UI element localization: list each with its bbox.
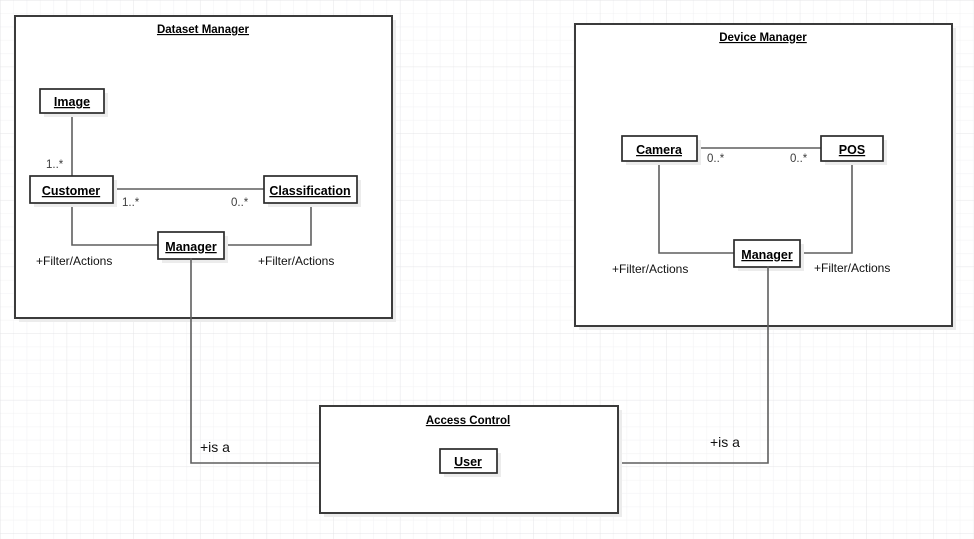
class-box-user-label: User xyxy=(454,455,482,469)
class-box-pos-frame[interactable] xyxy=(820,135,884,162)
connector-classification-to-manager[interactable] xyxy=(223,202,312,246)
package-device-manager-frame[interactable] xyxy=(574,23,953,327)
class-box-image-label: Image xyxy=(54,95,90,109)
package-device-manager[interactable]: Device Manager xyxy=(574,23,956,330)
class-box-user[interactable]: User xyxy=(439,448,501,477)
class-box-classification-frame[interactable] xyxy=(263,175,358,204)
package-device-manager-title: Device Manager xyxy=(719,32,807,44)
class-box-classification-label: Classification xyxy=(269,184,350,198)
edge-label-filter-actions-dataset-right: +Filter/Actions xyxy=(258,254,334,268)
package-dataset-manager-title: Dataset Manager xyxy=(157,24,250,36)
class-box-customer-frame[interactable] xyxy=(29,175,114,204)
class-box-image[interactable]: Image xyxy=(39,88,108,117)
multiplicity-image-customer: 1..* xyxy=(46,159,64,171)
multiplicity-camera-pos: 0..* xyxy=(707,153,725,165)
class-box-manager-dataset-label: Manager xyxy=(165,240,217,254)
class-box-pos-label: POS xyxy=(839,143,865,157)
package-access-control-title: Access Control xyxy=(426,415,510,427)
edge-label-filter-actions-device-left: +Filter/Actions xyxy=(612,262,688,276)
edge-label-is-a-left: +is a xyxy=(200,439,230,455)
class-box-camera-frame[interactable] xyxy=(621,135,698,162)
multiplicity-customer-classification: 1..* xyxy=(122,197,140,209)
class-box-camera-label: Camera xyxy=(636,143,683,157)
connector-pos-to-manager[interactable] xyxy=(799,160,853,254)
class-box-user-frame[interactable] xyxy=(439,448,498,474)
class-box-manager-device-frame[interactable] xyxy=(733,239,801,268)
class-box-pos[interactable]: POS xyxy=(820,135,887,165)
class-box-manager-dataset[interactable]: Manager xyxy=(157,231,228,263)
class-box-manager-device[interactable]: Manager xyxy=(733,239,804,271)
class-box-manager-device-label: Manager xyxy=(741,248,793,262)
class-box-classification[interactable]: Classification xyxy=(263,175,361,207)
multiplicity-classification-customer: 0..* xyxy=(231,197,249,209)
class-box-image-frame[interactable] xyxy=(39,88,105,114)
class-box-customer[interactable]: Customer xyxy=(29,175,117,207)
class-box-camera[interactable]: Camera xyxy=(621,135,701,165)
edge-label-is-a-right: +is a xyxy=(710,434,740,450)
package-dataset-manager[interactable]: Dataset Manager xyxy=(14,15,396,322)
connector-customer-to-manager[interactable] xyxy=(71,202,159,246)
class-box-manager-dataset-frame[interactable] xyxy=(157,231,225,260)
class-box-customer-label: Customer xyxy=(42,184,100,198)
edge-label-filter-actions-dataset-left: +Filter/Actions xyxy=(36,254,112,268)
multiplicity-pos-camera: 0..* xyxy=(790,153,808,165)
package-dataset-manager-frame[interactable] xyxy=(14,15,393,319)
connectors-device-manager xyxy=(658,147,853,254)
edge-label-filter-actions-device-right: +Filter/Actions xyxy=(814,261,890,275)
connector-camera-to-manager[interactable] xyxy=(658,160,735,254)
connectors-dataset-manager xyxy=(71,112,312,246)
